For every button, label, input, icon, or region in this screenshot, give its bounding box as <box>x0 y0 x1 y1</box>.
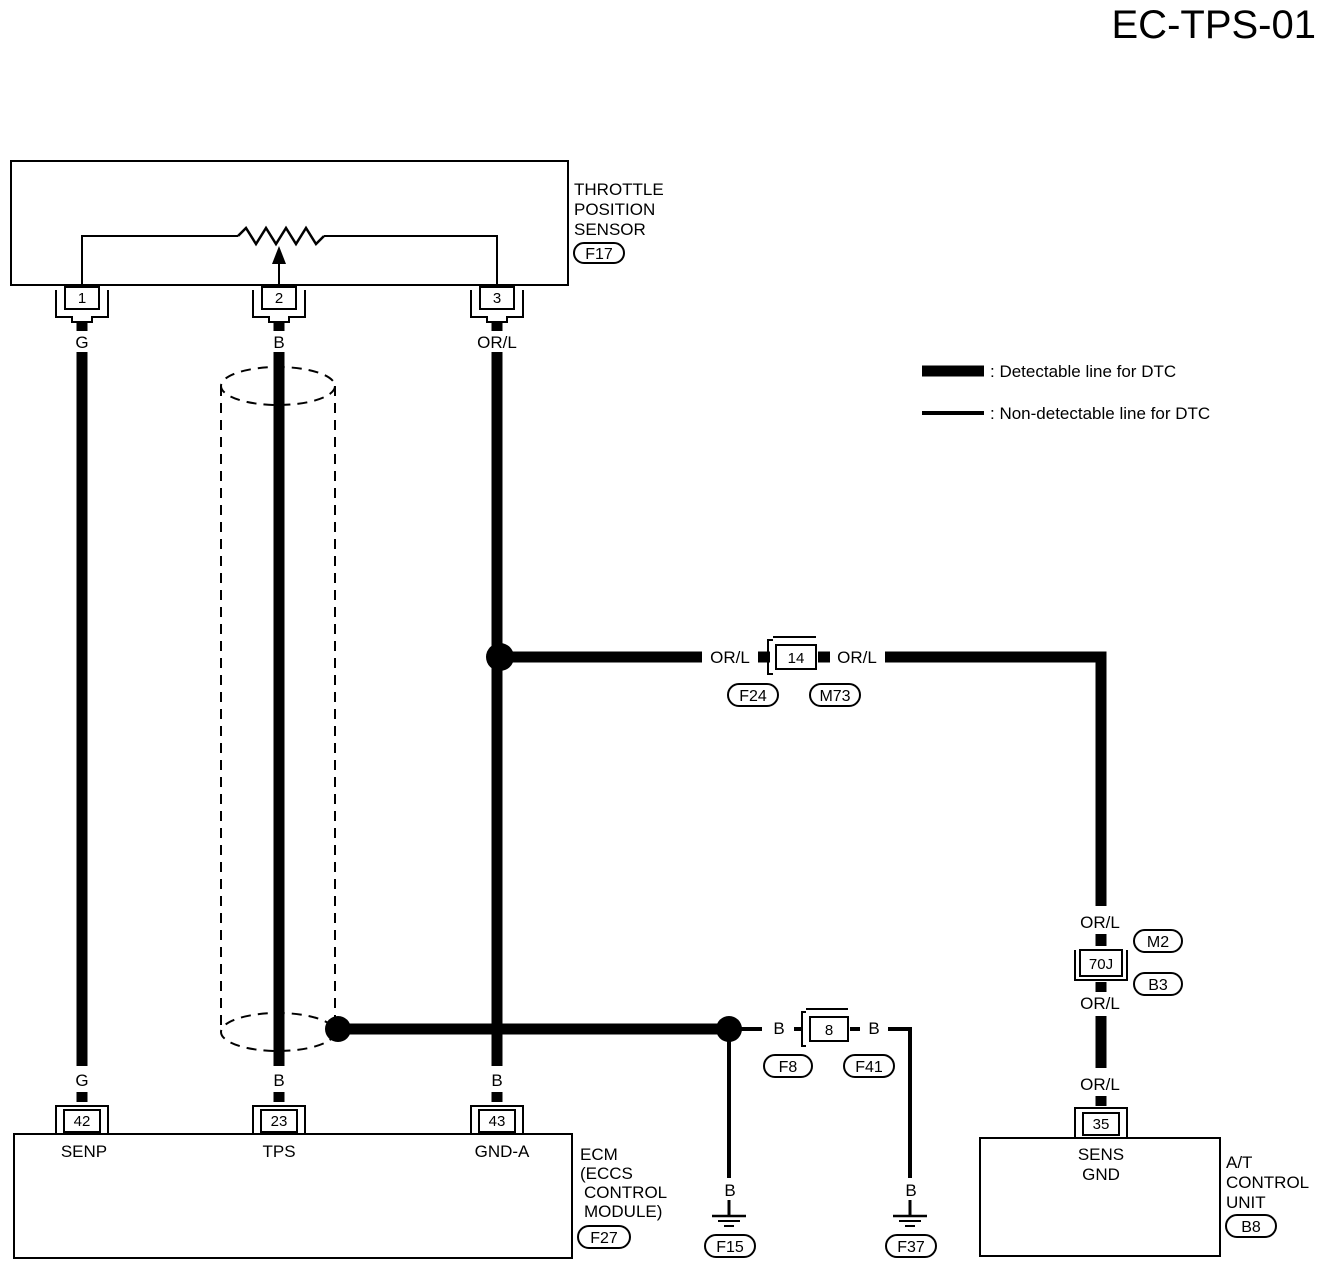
ecm-connector-oval <box>577 1225 631 1249</box>
wire-ground-f37 <box>888 1027 912 1178</box>
wire-label-ground-left: B <box>773 1019 784 1038</box>
legend: : Detectable line for DTC : Non-detectab… <box>922 362 1210 423</box>
tps-internal-right <box>324 235 498 290</box>
tps-pin-1: 1 <box>55 286 109 323</box>
ecm-pin-42: 42 <box>55 1105 109 1134</box>
ecm-name-1: ECM <box>580 1145 618 1164</box>
wire-label-orl-branch-left: OR/L <box>710 648 750 667</box>
wiper-arrow-icon <box>272 246 286 264</box>
ecm-terminal-senp: SENP <box>61 1142 107 1161</box>
ecm-pin-23-label: 23 <box>271 1113 288 1130</box>
tcu-terminal-gnd: GND <box>1082 1165 1120 1184</box>
wire-label-tcu-mid: OR/L <box>1080 994 1120 1013</box>
harness-70j-upper-label: M2 <box>1147 934 1169 951</box>
tcu-connector-oval <box>1225 1214 1277 1238</box>
ground-f37: B F37 <box>885 1181 937 1258</box>
tps-pin-3: 3 <box>470 286 524 323</box>
splice-dot-orl <box>486 643 514 671</box>
tps-pin-3-label: 3 <box>493 290 501 307</box>
diagram-id: EC-TPS-01 <box>1112 3 1317 47</box>
potentiometer-icon <box>237 225 325 247</box>
tcu-pin-35: 35 <box>1074 1107 1128 1138</box>
harness-70j-pin: 70J <box>1089 956 1113 973</box>
harness-8-left-label: F8 <box>779 1059 798 1076</box>
ecm-name-3: CONTROL <box>584 1183 667 1202</box>
harness-8-right-oval <box>843 1054 895 1078</box>
harness-70j-lower-label: B3 <box>1148 977 1168 994</box>
ecm-name-4: MODULE) <box>584 1202 662 1221</box>
wire-label-ground-f37: B <box>905 1181 916 1200</box>
harness-14-right-label: M73 <box>819 688 850 705</box>
throttle-position-sensor: THROTTLE POSITION SENSOR F17 <box>10 160 664 290</box>
tcu-name-2: CONTROL <box>1226 1173 1309 1192</box>
wire-label-tcu-upper: OR/L <box>1080 913 1120 932</box>
ground-f15: B F15 <box>704 1181 756 1258</box>
ecm-pin-23: 23 <box>252 1105 306 1134</box>
at-control-unit: 35 SENS GND A/T CONTROL UNIT B8 <box>979 1107 1309 1257</box>
ecm-box <box>13 1133 573 1259</box>
splice-dot-ground <box>716 1016 742 1042</box>
wire-label-ground-f15: B <box>724 1181 735 1200</box>
wire-label-b-top: B <box>273 333 284 352</box>
tcu-pin-35-label: 35 <box>1093 1116 1110 1133</box>
tps-name-1: THROTTLE <box>574 180 664 199</box>
ecm-connector-label: F27 <box>590 1230 618 1247</box>
wire-label-tcu-lower: OR/L <box>1080 1075 1120 1094</box>
tps-box <box>10 160 569 286</box>
harness-14-pin: 14 <box>788 650 805 667</box>
wire-label-b-bottom: B <box>273 1071 284 1090</box>
ecm-name-2: (ECCS <box>580 1164 633 1183</box>
ecm-terminal-tps: TPS <box>262 1142 295 1161</box>
shield <box>220 366 336 1052</box>
tcu-name-3: UNIT <box>1226 1193 1266 1212</box>
ground-f37-label: F37 <box>897 1239 925 1256</box>
tcu-terminal-sens: SENS <box>1078 1145 1124 1164</box>
tps-connector-oval <box>573 242 625 264</box>
ecm-pin-43: 43 <box>470 1105 524 1134</box>
harness-8-pin: 8 <box>825 1022 833 1039</box>
wire-label-ground-right: B <box>868 1019 879 1038</box>
harness-70j-lower-oval <box>1133 972 1183 996</box>
harness-14-left-oval <box>727 683 779 707</box>
ecm-pin-43-label: 43 <box>489 1113 506 1130</box>
splice-dot-shield <box>325 1016 351 1042</box>
tcu-connector-label: B8 <box>1241 1219 1261 1236</box>
tcu-name-1: A/T <box>1226 1153 1252 1172</box>
tps-pin-2: 2 <box>252 286 306 323</box>
tps-pin-1-label: 1 <box>78 290 86 307</box>
tps-pin-2-label: 2 <box>275 290 283 307</box>
harness-connector-8: 8 <box>801 1008 849 1047</box>
harness-14-right-oval <box>809 683 861 707</box>
tps-connector-label: F17 <box>585 246 613 263</box>
harness-70j-upper-oval <box>1133 929 1183 953</box>
legend-detectable: : Detectable line for DTC <box>990 362 1176 381</box>
harness-connector-70j: 70J <box>1074 949 1128 981</box>
legend-non-detectable: : Non-detectable line for DTC <box>990 404 1210 423</box>
ecm-terminal-gnd-a: GND-A <box>475 1142 530 1161</box>
harness-8-right-label: F41 <box>855 1059 883 1076</box>
wire-label-b-gnd-bottom: B <box>491 1071 502 1090</box>
wire-label-orl-top: OR/L <box>477 333 517 352</box>
tps-name-3: SENSOR <box>574 220 646 239</box>
harness-connector-14: 14 <box>767 636 817 675</box>
ground-f15-label: F15 <box>716 1239 744 1256</box>
wire-label-orl-branch-right: OR/L <box>837 648 877 667</box>
harness-8-left-oval <box>763 1054 813 1078</box>
wire-label-g-top: G <box>75 333 88 352</box>
tps-internal-left <box>81 235 238 290</box>
tcu-box <box>979 1137 1221 1257</box>
ecm: 42 23 43 SENP TPS GND-A ECM (ECCS CONTRO… <box>13 1105 667 1259</box>
wire-orl-branch-right <box>885 651 1107 906</box>
tps-name-2: POSITION <box>574 200 655 219</box>
harness-14-left-label: F24 <box>739 688 767 705</box>
wire-label-g-bottom: G <box>75 1071 88 1090</box>
ecm-pin-42-label: 42 <box>74 1113 91 1130</box>
